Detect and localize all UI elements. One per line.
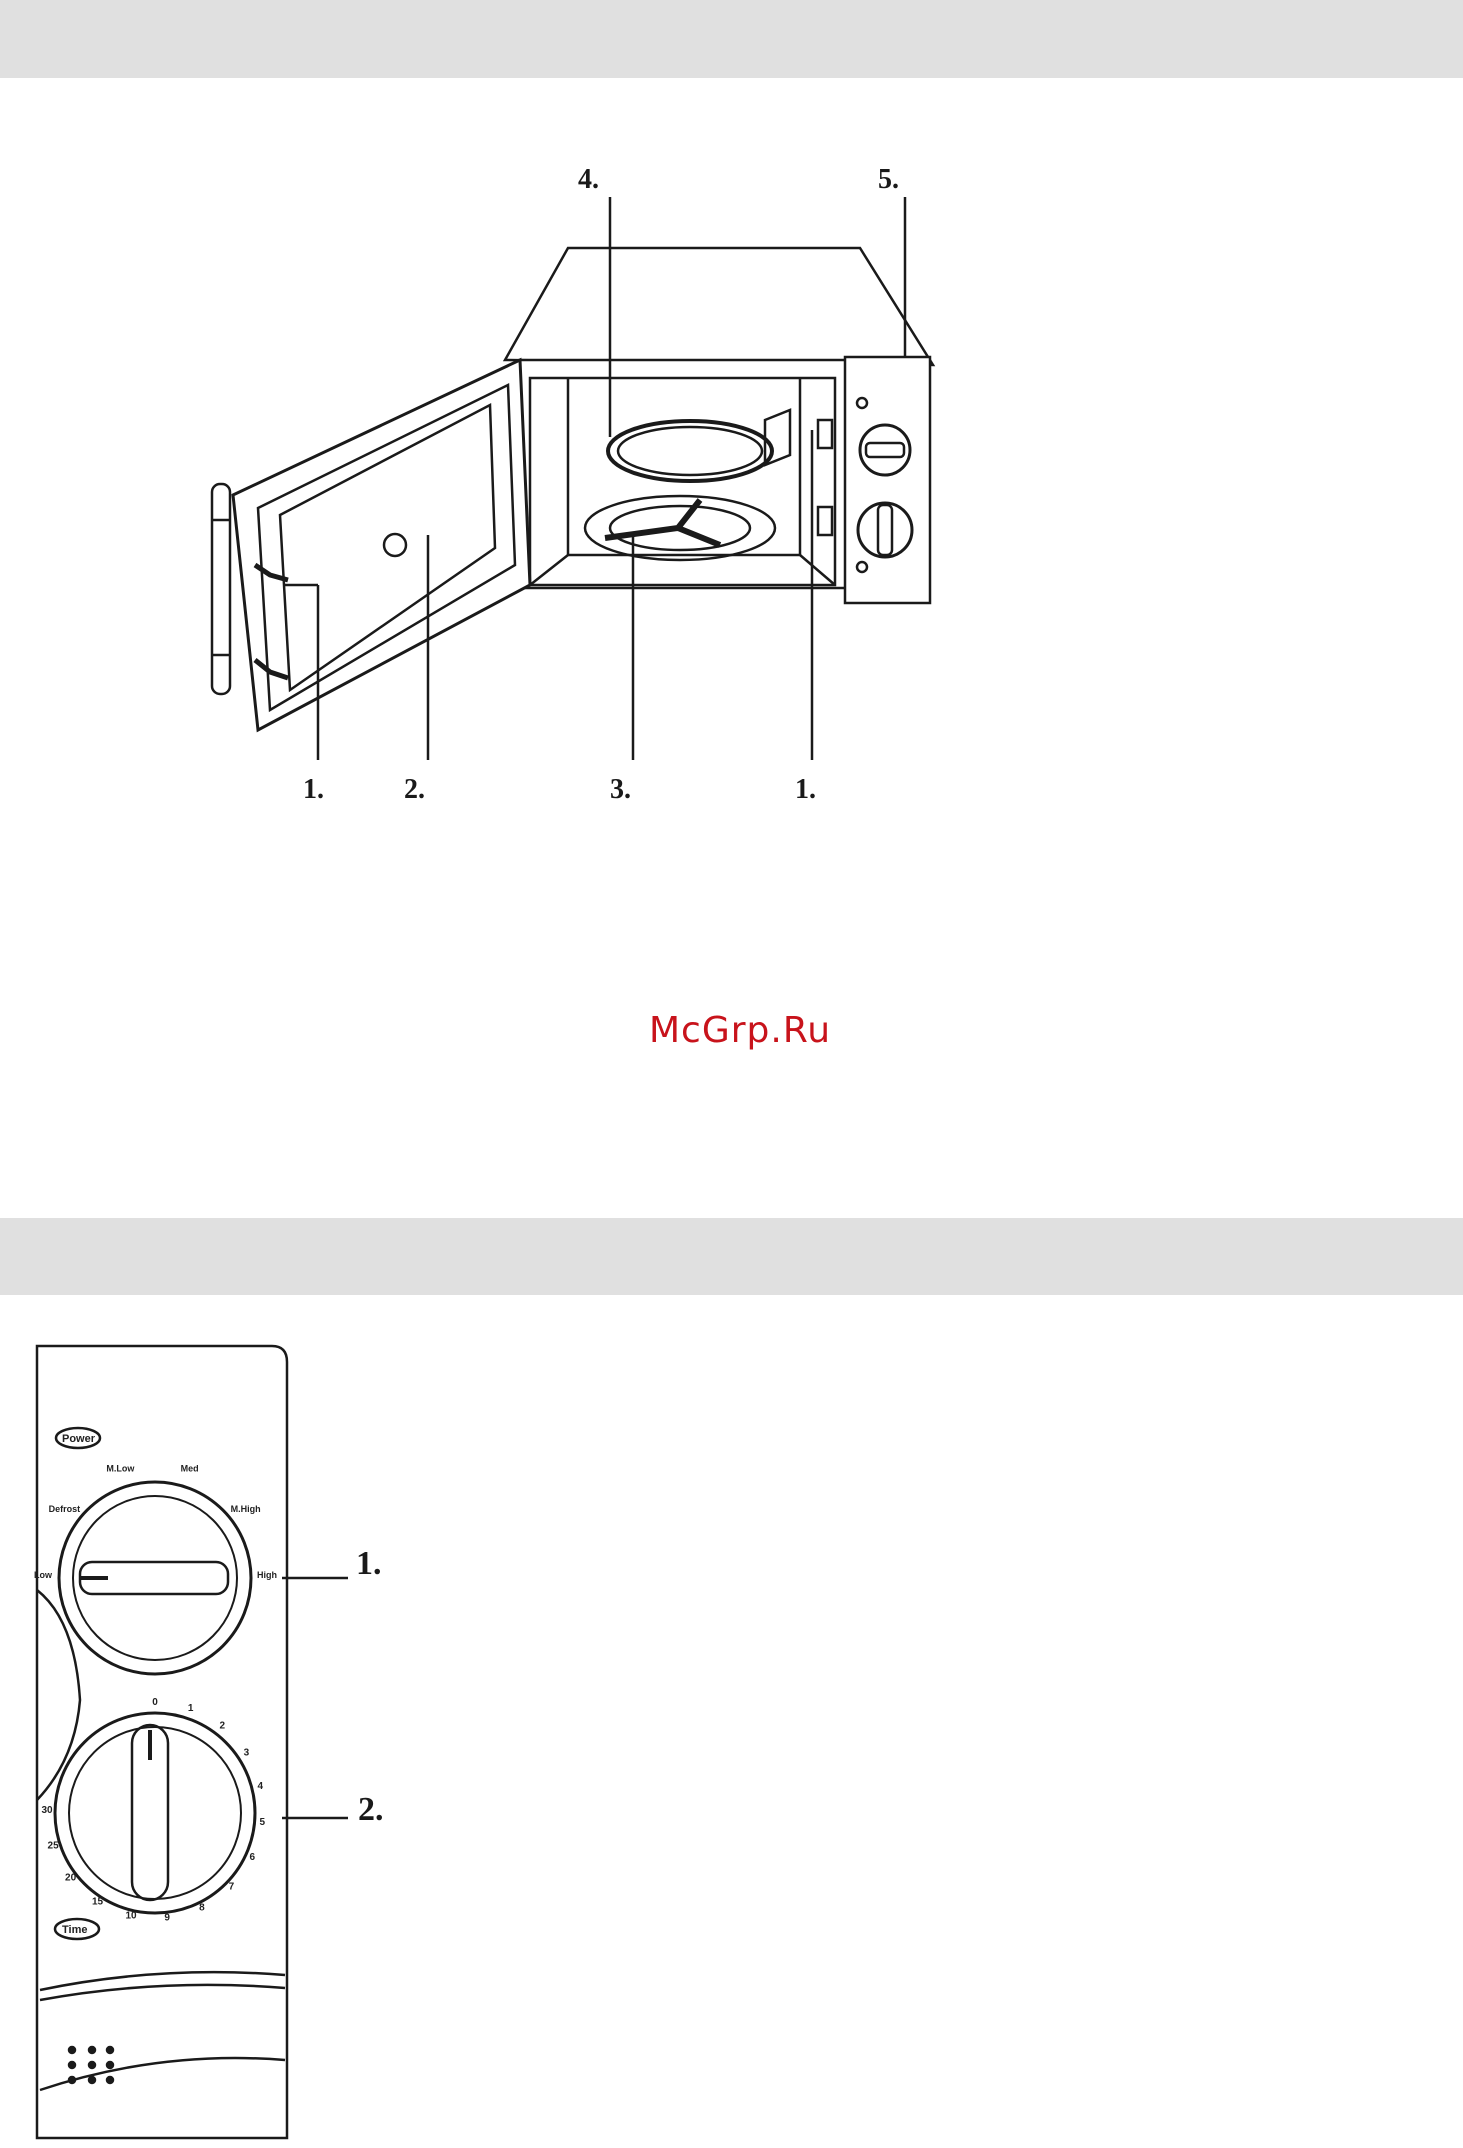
callout-5: 5. (878, 164, 899, 195)
callout-4: 4. (578, 164, 599, 195)
callout-1-left: 1. (303, 774, 324, 805)
power-level-label-5: High (257, 1570, 277, 1580)
timer-mark-label-9: 9 (164, 1912, 170, 1923)
callout-bottom-1: 1. (356, 1545, 382, 1582)
timer-mark-label-14: 30 (41, 1805, 53, 1816)
timer-mark-label-10: 10 (125, 1910, 137, 1921)
watermark: McGrp.Ru (600, 1010, 880, 1051)
power-level-label-0: Low (34, 1570, 53, 1580)
timer-mark-label-3: 3 (244, 1748, 250, 1759)
power-level-label-2: M.Low (106, 1464, 135, 1474)
power-level-label-1: Defrost (49, 1504, 81, 1514)
timer-mark-label-11: 15 (92, 1896, 104, 1907)
power-label: Power (62, 1433, 96, 1445)
timer-mark-label-6: 6 (250, 1852, 256, 1863)
power-level-label-3: Med (181, 1464, 199, 1474)
timer-mark-label-5: 5 (260, 1817, 266, 1828)
timer-mark-label-8: 8 (199, 1902, 205, 1913)
power-level-label-4: M.High (231, 1504, 261, 1514)
cabinet-top (505, 248, 933, 365)
header-band-middle (0, 1218, 1463, 1295)
panel-outline (37, 1346, 287, 2138)
time-label: Time (62, 1924, 87, 1936)
callout-2: 2. (404, 774, 425, 805)
callout-3: 3. (610, 774, 631, 805)
power-knob (59, 1482, 251, 1674)
timer-mark-label-12: 20 (65, 1872, 77, 1883)
timer-mark-label-4: 4 (258, 1781, 264, 1792)
timer-mark-label-7: 7 (229, 1881, 235, 1892)
callout-1-right: 1. (795, 774, 816, 805)
timer-mark-label-1: 1 (188, 1703, 194, 1714)
timer-knob (55, 1713, 255, 1913)
timer-mark-label-2: 2 (220, 1721, 226, 1732)
door-handle (212, 484, 230, 694)
callout-bottom-2: 2. (358, 1791, 384, 1828)
timer-mark-label-0: 0 (152, 1697, 158, 1708)
timer-mark-label-13: 25 (48, 1841, 60, 1852)
